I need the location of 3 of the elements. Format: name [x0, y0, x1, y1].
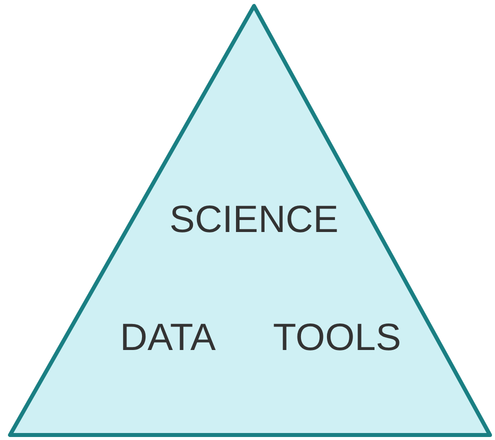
- triangle-label: TOOLS: [273, 319, 402, 357]
- triangle-label: SCIENCE: [170, 201, 338, 239]
- triangle-label: DATA: [120, 319, 216, 357]
